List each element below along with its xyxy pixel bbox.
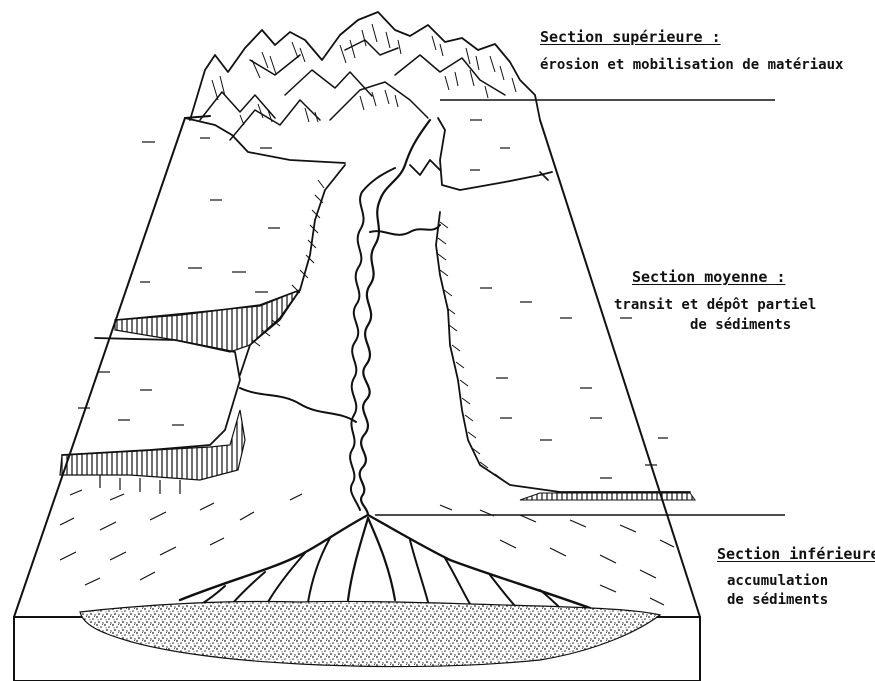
upper-section-title: Section supérieure : [540,28,721,46]
right-canyon-wall [436,212,695,500]
middle-section-title: Section moyenne : [632,268,786,286]
mountain-peaks [190,12,540,140]
debris-fan-channels [180,515,590,608]
plateau-upper-right [438,118,552,190]
plateau-lower-left [60,338,245,480]
left-canyon-wall [115,165,345,375]
middle-section-description-line2: de sédiments [690,316,791,334]
lower-section-description-line2: de sédiments [727,591,828,609]
middle-section-description-line1: transit et dépôt partiel [614,296,816,314]
block-outline [14,116,700,617]
lower-section-description-line1: accumulation [727,572,828,590]
lower-section-title: Section inférieure [717,545,875,563]
upper-section-description: érosion et mobilisation de matériaux [540,56,843,74]
